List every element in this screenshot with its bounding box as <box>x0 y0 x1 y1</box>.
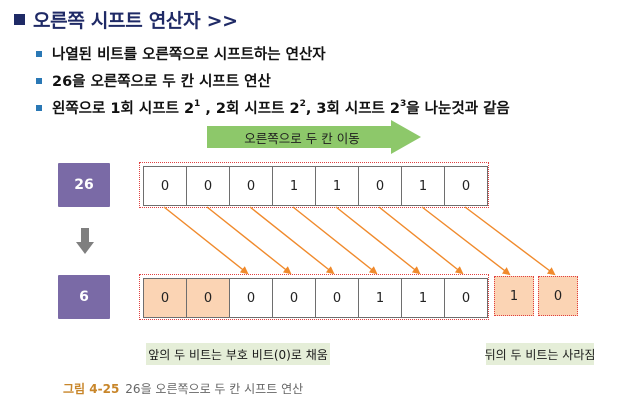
dropped-bit-cell: 1 <box>494 276 534 316</box>
bit-cell: 1 <box>401 278 445 318</box>
bit-cell: 1 <box>272 166 316 206</box>
bit-cell: 1 <box>315 166 359 206</box>
bullet-square-icon <box>36 77 42 84</box>
bit-cell: 0 <box>229 166 273 206</box>
bit-cell: 0 <box>143 166 187 206</box>
bit-cell: 0 <box>272 278 316 318</box>
bit-cell: 0 <box>186 166 230 206</box>
shift-arrow <box>292 206 378 275</box>
shift-arrow <box>163 206 249 275</box>
exponent: 1 <box>194 99 201 110</box>
bullet-square-icon <box>36 104 42 111</box>
bit-cell: 0 <box>444 166 488 206</box>
bullet-text-3: 왼쪽으로 1회 시프트 21 , 2회 시프트 22, 3회 시프트 23을 나… <box>52 97 510 118</box>
bit-cell: 0 <box>444 278 488 318</box>
bit-cell: 0 <box>315 278 359 318</box>
figure-number: 그림 4-25 <box>63 382 120 396</box>
bullet-3-part: 을 나눈것과 같음 <box>406 101 510 117</box>
bit-cell: 1 <box>358 278 402 318</box>
shift-arrow <box>421 206 511 276</box>
shift-arrow <box>378 206 464 275</box>
bullet-3-part: , 2회 시프트 2 <box>200 101 300 117</box>
original-value-badge: 26 <box>58 163 110 207</box>
title-text: 오른쪽 시프트 연산자 >> <box>33 10 238 32</box>
sign-fill-note: 앞의 두 비트는 부호 비트(0)로 채움 <box>146 343 330 365</box>
bullet-item-3: 왼쪽으로 1회 시프트 21 , 2회 시프트 22, 3회 시프트 23을 나… <box>36 94 510 121</box>
figure-caption: 그림 4-25 26을 오른쪽으로 두 칸 시프트 연산 <box>63 380 303 397</box>
sign-fill-bit-cell: 0 <box>186 278 230 318</box>
original-bit-row: 0 0 0 1 1 0 1 0 <box>143 166 488 206</box>
bit-cell: 0 <box>358 166 402 206</box>
figure-caption-text: 26을 오른쪽으로 두 칸 시프트 연산 <box>125 382 304 396</box>
result-value-badge: 6 <box>58 275 110 319</box>
result-bits-frame <box>139 274 489 320</box>
bullet-text-2: 26을 오른쪽으로 두 칸 시프트 연산 <box>52 74 271 90</box>
bullet-3-part: 왼쪽으로 1회 시프트 2 <box>52 101 195 117</box>
exponent: 3 <box>400 99 407 110</box>
dropped-bits-note: 뒤의 두 비트는 사라짐 <box>485 343 595 365</box>
exponent: 2 <box>299 99 306 110</box>
shift-arrow <box>249 206 335 275</box>
bullet-square-icon <box>36 50 42 57</box>
bullet-item-1: 나열된 비트를 오른쪽으로 시프트하는 연산자 <box>36 40 510 67</box>
bit-cell: 0 <box>229 278 273 318</box>
shift-arrow <box>464 206 556 276</box>
title: 오른쪽 시프트 연산자 >> <box>14 6 238 33</box>
sign-fill-bit-cell: 0 <box>143 278 187 318</box>
bullet-list: 나열된 비트를 오른쪽으로 시프트하는 연산자 26을 오른쪽으로 두 칸 시프… <box>36 40 510 121</box>
title-square-icon <box>14 14 25 25</box>
bullet-text-1: 나열된 비트를 오른쪽으로 시프트하는 연산자 <box>52 47 326 63</box>
down-arrow-icon <box>76 228 94 254</box>
shift-arrow <box>335 206 421 275</box>
shift-arrow <box>206 206 292 275</box>
dropped-bit-cell: 0 <box>538 276 578 316</box>
shift-direction-label: 오른쪽으로 두 칸 이동 <box>244 130 360 146</box>
right-arrow-icon <box>207 120 421 154</box>
bullet-item-2: 26을 오른쪽으로 두 칸 시프트 연산 <box>36 67 510 94</box>
bullet-3-part: , 3회 시프트 2 <box>305 101 401 117</box>
result-bit-row: 0 0 0 0 0 1 1 0 <box>143 278 488 318</box>
bit-cell: 1 <box>401 166 445 206</box>
